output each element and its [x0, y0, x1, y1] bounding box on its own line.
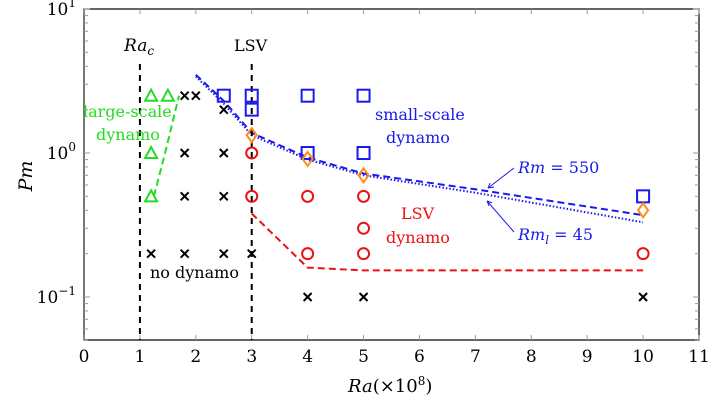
diamond-marker: [636, 201, 650, 220]
rm-550-arrowhead-icon: [487, 182, 495, 189]
rml-45-arrow: [486, 200, 515, 233]
rml-45-label: Rml = 45: [517, 225, 593, 247]
x-tick-label: 7: [470, 347, 481, 367]
y-tick-label: 100: [47, 140, 76, 164]
y-tick-label: 10−1: [37, 284, 76, 308]
y-axis-ticks: 101 100 10−1: [37, 0, 699, 341]
square-marker: [216, 88, 231, 103]
cross-marker: [146, 248, 156, 259]
square-marker: [300, 88, 315, 103]
cross-marker: [219, 104, 229, 115]
x-tick-label: 2: [190, 347, 201, 367]
circle-marker: [636, 247, 650, 261]
cross-marker: [358, 292, 369, 302]
x-tick-label: 3: [246, 347, 257, 367]
lsv-dynamo-label-2: dynamo: [386, 228, 450, 247]
rm-550-arrow: [487, 167, 515, 189]
curve: [251, 212, 644, 272]
x-axis-ticks: 0 1 2 3 4 5 6 7 8 9 10 11: [79, 9, 708, 367]
x-tick-label: 10: [632, 347, 654, 367]
diamond-marker: [245, 126, 258, 144]
x-tick-label: 0: [79, 347, 90, 367]
cross-marker: [247, 248, 257, 259]
x-tick-label: 8: [526, 347, 537, 367]
triangle-marker: [143, 87, 159, 102]
circle-marker: [357, 221, 371, 235]
large-scale-label-2: dynamo: [96, 125, 160, 144]
x-tick-label: 5: [358, 347, 369, 367]
diamond-marker: [357, 166, 370, 185]
x-tick-label: 1: [134, 347, 145, 367]
x-tick-label: 11: [688, 347, 708, 367]
plot-border: [83, 8, 700, 341]
x-tick-label: 6: [414, 347, 425, 367]
plot-frame: [83, 8, 700, 341]
circle-marker: [357, 247, 371, 261]
x-axis-label: Ra(×108): [347, 374, 432, 397]
cross-marker: [179, 90, 190, 101]
cross-marker: [179, 148, 190, 158]
diamond-marker: [301, 150, 314, 168]
no-dynamo-label: no dynamo: [150, 263, 239, 282]
square-marker: [636, 189, 651, 204]
lsv-dynamo-label-1: LSV: [401, 204, 435, 223]
triangle-marker: [143, 188, 159, 203]
y-axis-label: Pm: [15, 161, 37, 193]
square-marker: [244, 102, 259, 117]
cross-marker: [638, 292, 648, 302]
triangle-marker: [160, 87, 176, 102]
cross-marker: [302, 292, 313, 302]
square-marker: [244, 88, 259, 103]
curve: [195, 75, 644, 224]
cross-marker: [179, 191, 190, 202]
cross-marker: [179, 248, 190, 259]
circle-marker: [301, 247, 315, 261]
cross-marker: [219, 191, 229, 202]
circle-marker: [245, 146, 259, 160]
square-marker: [356, 146, 371, 160]
square-marker: [356, 88, 371, 103]
cross-marker: [191, 90, 201, 101]
circle-marker: [245, 189, 259, 203]
rm-550-label: Rm = 550: [517, 158, 599, 177]
cross-marker: [219, 148, 229, 158]
lsv-line-label: LSV: [234, 36, 268, 55]
small-scale-label-1: small-scale: [375, 105, 465, 124]
x-tick-label: 9: [582, 347, 593, 367]
x-tick-label: 4: [302, 347, 313, 367]
circle-marker: [301, 189, 315, 203]
y-tick-label: 101: [47, 0, 76, 20]
rml-45-arrowhead-icon: [486, 200, 493, 207]
circle-marker: [357, 189, 371, 203]
square-marker: [300, 146, 315, 160]
ra-c-label: Rac: [123, 36, 154, 58]
small-scale-label-2: dynamo: [386, 128, 450, 147]
triangle-marker: [143, 144, 159, 159]
curve: [152, 95, 180, 197]
cross-marker: [219, 248, 229, 259]
data-markers: [143, 87, 651, 302]
large-scale-label-1: large-scale: [83, 102, 172, 121]
